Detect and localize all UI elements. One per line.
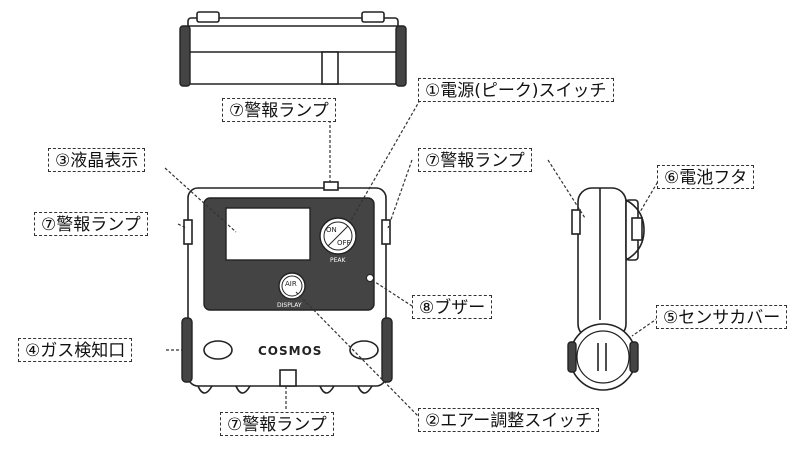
label-alarm-lamp-left: ⑦警報ランプ [34,212,148,236]
air-label: AIR [285,280,297,288]
label-alarm-lamp-top: ⑦警報ランプ [222,98,336,122]
front-view-drawing [181,181,393,394]
label-buzzer: ⑧ブザー [412,295,493,319]
label-alarm-lamp-right: ⑦警報ランプ [418,148,532,172]
peak-label: PEAK [330,257,347,264]
label-air-switch: ②エアー調整スイッチ [418,408,600,432]
leader-lines [164,99,661,419]
label-sensor-cover: ⑤センサカバー [656,305,788,329]
top-view-drawing [179,11,407,87]
label-gas-inlet: ④ガス検知口 [18,338,133,362]
label-lcd: ③液晶表示 [48,148,146,172]
label-power-switch: ①電源(ピーク)スイッチ [418,78,614,102]
off-label: OFF [337,239,351,247]
on-label: ON [326,226,337,234]
brand-logo: COSMOS [258,344,322,358]
label-alarm-lamp-bottom: ⑦警報ランプ [220,412,334,436]
label-battery-cover: ⑥電池フタ [657,165,755,189]
display-label: DISPLAY [277,302,302,309]
side-view-drawing [567,187,645,391]
